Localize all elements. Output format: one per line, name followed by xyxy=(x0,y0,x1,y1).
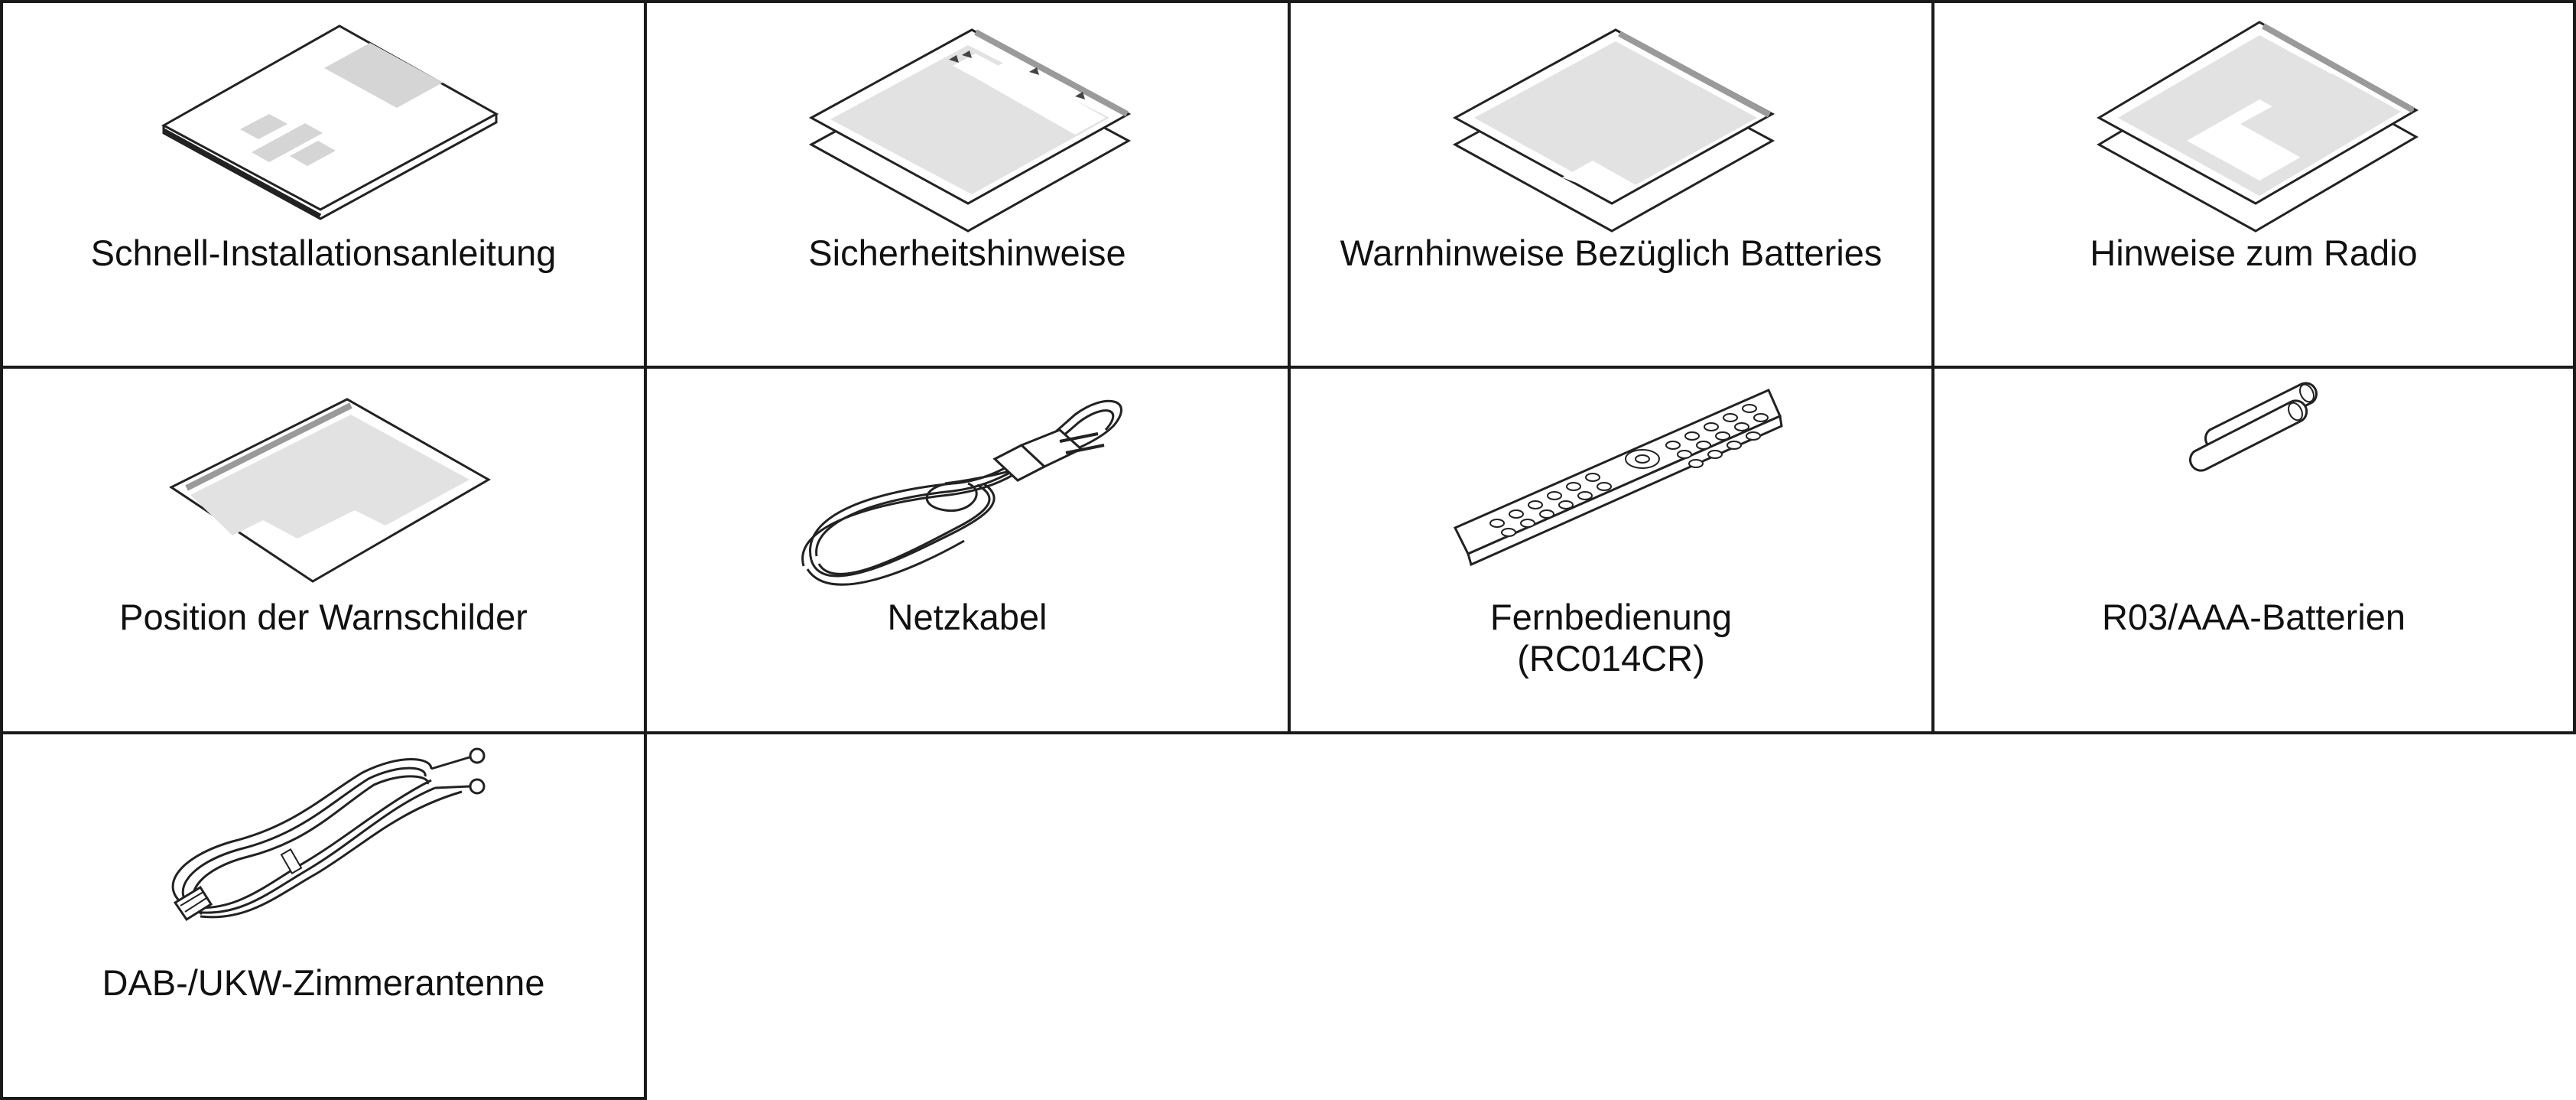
accessory-cell-power-cord: Netzkabel xyxy=(644,366,1291,734)
accessory-label: DAB-/UKW-Zimmerantenne xyxy=(102,962,545,1003)
battery-warning-sheet-icon xyxy=(1452,28,1775,233)
accessory-cell-batteries: R03/AAA-Batterien xyxy=(1931,366,2576,734)
warning-label-sheet-icon xyxy=(169,398,492,583)
accessory-cell-radio-notes: Hinweise zum Radio xyxy=(1931,0,2576,369)
accessory-cell-warning-labels: Position der Warnschilder xyxy=(0,366,647,734)
accessory-label: Warnhinweise Bezüglich Batteries xyxy=(1340,233,1882,273)
quick-guide-booklet-icon xyxy=(161,24,499,220)
accessory-label: Sicherheitshinweise xyxy=(808,233,1126,273)
accessory-cell-remote-control: Fernbedienung (RC014CR) xyxy=(1288,366,1934,734)
accessory-cell-safety-notes: Sicherheitshinweise xyxy=(644,0,1291,369)
indoor-antenna-icon xyxy=(171,747,486,922)
accessory-label: R03/AAA-Batterien xyxy=(2101,597,2406,637)
accessory-cell-battery-warnings: Warnhinweise Bezüglich Batteries xyxy=(1288,0,1934,369)
accessory-label: Schnell-Installationsanleitung xyxy=(90,233,557,273)
power-cord-icon xyxy=(801,399,1122,586)
remote-control-icon xyxy=(1453,389,1783,567)
accessory-label: Fernbedienung (RC014CR) xyxy=(1489,597,1733,679)
radio-notes-sheet-icon xyxy=(2096,21,2419,233)
aaa-batteries-icon xyxy=(2189,382,2318,472)
accessory-label: Hinweise zum Radio xyxy=(2090,233,2418,273)
accessory-label: Position der Warnschilder xyxy=(119,597,528,637)
accessory-cell-quick-guide: Schnell-Installationsanleitung xyxy=(0,0,647,369)
safety-sheet-icon xyxy=(808,28,1132,233)
accessory-cell-antenna: DAB-/UKW-Zimmerantenne xyxy=(0,731,647,1100)
accessory-label: Netzkabel xyxy=(887,597,1048,637)
